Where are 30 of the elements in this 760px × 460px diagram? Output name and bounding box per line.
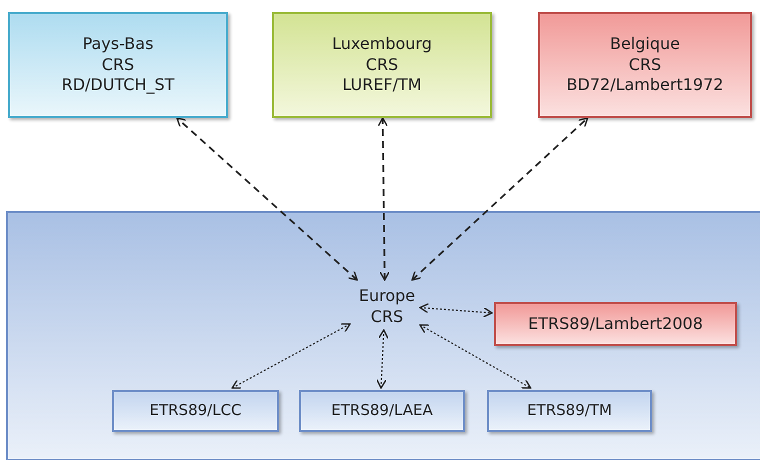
projection-box <box>487 390 652 432</box>
node-text: ETRS89/LAEA <box>331 401 433 421</box>
region-band <box>6 211 760 460</box>
node-text: CRS <box>102 54 134 76</box>
node-text: CRS <box>628 54 662 76</box>
projection-box <box>494 302 737 346</box>
node-text: LUREF/TM <box>342 75 422 96</box>
crs-box <box>8 12 228 118</box>
node-text: ETRS89/LCC <box>149 401 242 421</box>
arrow <box>378 117 390 281</box>
node-text: ETRS89/TM <box>527 401 612 421</box>
node-text: CRS <box>370 307 404 328</box>
node-text: Pays-Bas <box>82 34 154 55</box>
node-text: ETRS89/Lambert2008 <box>528 314 703 334</box>
node-text: RD/DUTCH_ST <box>62 75 174 96</box>
node-text: Luxembourg <box>332 34 432 55</box>
crs-box <box>272 12 492 118</box>
node-text: BD72/Lambert1972 <box>566 75 724 96</box>
node-text: Europe <box>358 286 416 307</box>
projection-box <box>299 390 465 432</box>
crs-box <box>538 12 752 118</box>
arrow <box>376 329 389 389</box>
arrow <box>411 117 588 281</box>
arrow <box>419 324 532 389</box>
arrow <box>176 117 358 281</box>
node-text: Belgique <box>610 34 680 55</box>
projection-box <box>112 390 279 432</box>
node-text: CRS <box>366 54 398 76</box>
arrow <box>231 323 351 389</box>
arrow <box>419 303 493 318</box>
